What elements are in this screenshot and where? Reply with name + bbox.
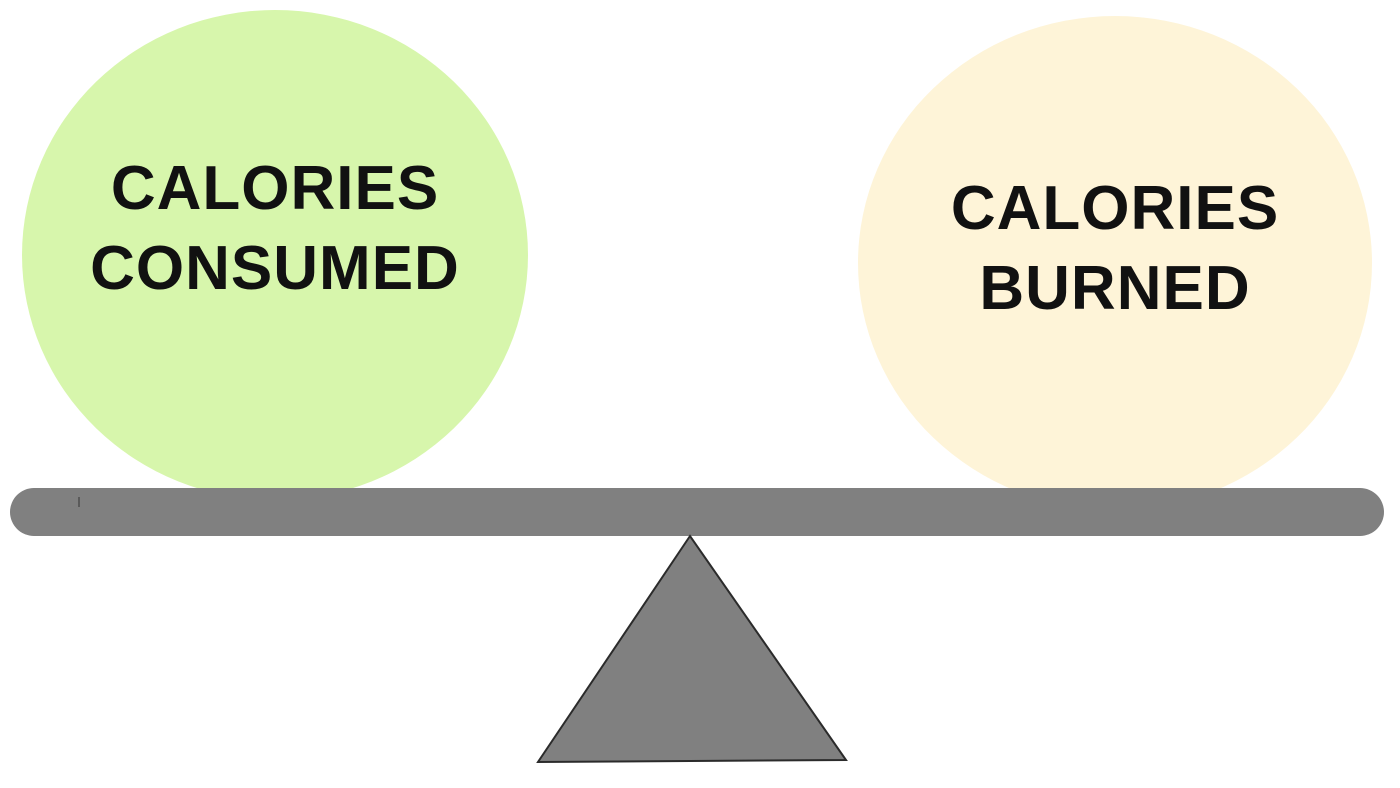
calories-consumed-line1: CALORIES — [110, 154, 440, 223]
calories-burned-line1: CALORIES — [950, 174, 1280, 243]
seesaw-beam — [10, 488, 1384, 536]
calories-consumed-circle: CALORIES CONSUMED — [22, 10, 528, 500]
calories-consumed-line2: CONSUMED — [90, 234, 460, 303]
calories-burned-circle: CALORIES BURNED — [858, 16, 1372, 510]
calories-burned-line2: BURNED — [979, 254, 1251, 323]
seesaw-fulcrum — [536, 534, 848, 764]
fulcrum-triangle — [536, 534, 848, 764]
beam-tick-mark — [78, 497, 80, 507]
